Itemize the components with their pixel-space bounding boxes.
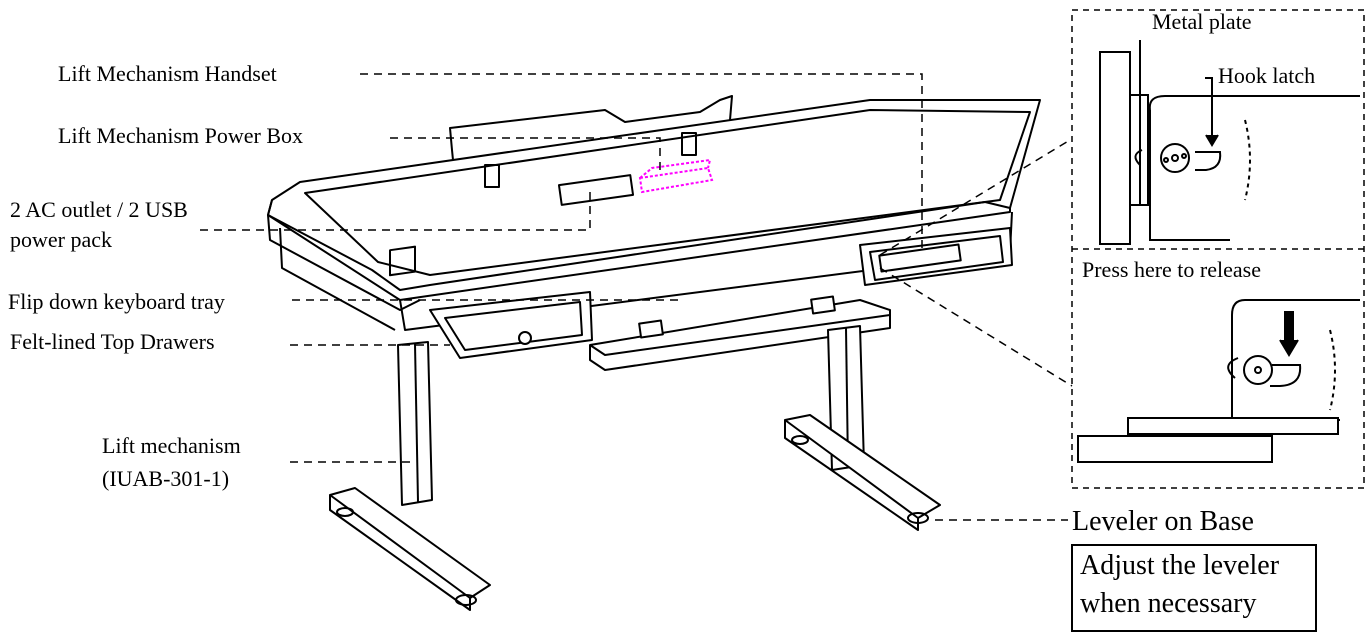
label-outlet-line1: 2 AC outlet / 2 USB [10,197,188,222]
label-handset: Lift Mechanism Handset [58,61,277,86]
label-leveler: Leveler on Base [1072,506,1254,537]
label-metal-plate: Metal plate [1152,9,1252,34]
label-press-release: Press here to release [1082,257,1261,282]
leveler-note-box: Adjust the leveler when necessary [1071,544,1317,632]
label-keyboard-tray: Flip down keyboard tray [8,289,225,314]
power-box [638,158,714,194]
label-power-box: Lift Mechanism Power Box [58,123,304,148]
side-panel [389,245,416,277]
left-drawer [429,291,593,359]
leader-handset [360,73,923,250]
right-foot [784,414,941,519]
note-line2: when necessary [1080,588,1257,619]
label-lift-line1: Lift mechanism [102,433,241,458]
outlet-pack [557,174,635,206]
label-hook-latch: Hook latch [1218,63,1316,88]
label-outlet-line2: power pack [10,227,113,252]
keyboard-tray [589,299,891,371]
leader-outlet [200,190,591,231]
left-leg [397,341,433,506]
left-foot [329,487,491,599]
note-line1: Adjust the leveler [1080,550,1280,581]
label-lift-line2: (IUAB-301-1) [102,466,230,491]
label-drawers: Felt-lined Top Drawers [10,329,215,354]
leader-power-box [390,137,661,175]
